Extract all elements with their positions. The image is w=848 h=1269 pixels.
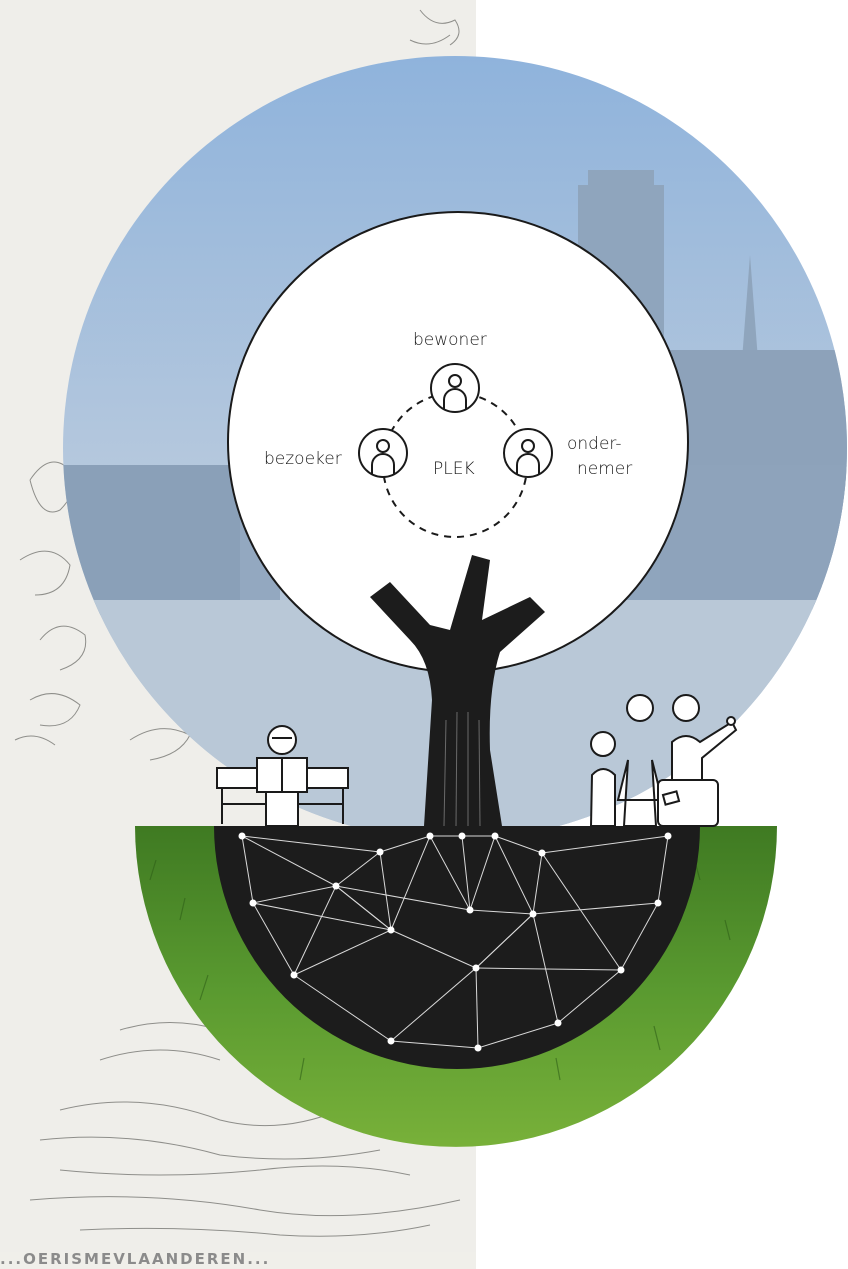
buildings-right [660,465,847,605]
person-icon-top [430,363,480,413]
footer-text: ...OERISMEVLAANDEREN... [0,1250,271,1268]
label-ondernemer-line1: onder- [567,434,622,454]
label-bezoeker: bezoeker [264,449,342,469]
footer-logo [0,1252,476,1269]
engraving-texture [14,9,461,1237]
person-icon-left [358,428,408,478]
buildings-left [63,465,240,615]
label-ondernemer-line2: nemer [577,459,633,479]
root-network-nodes [238,832,672,1052]
label-bewoner: bewoner [413,330,487,350]
tree-trunk-lines [443,711,481,827]
tree-trunk [370,555,545,826]
bench-reader-figure [216,725,349,827]
person-icon-right [503,428,553,478]
label-plek: PLEK [433,459,475,479]
family-figures [589,694,738,827]
